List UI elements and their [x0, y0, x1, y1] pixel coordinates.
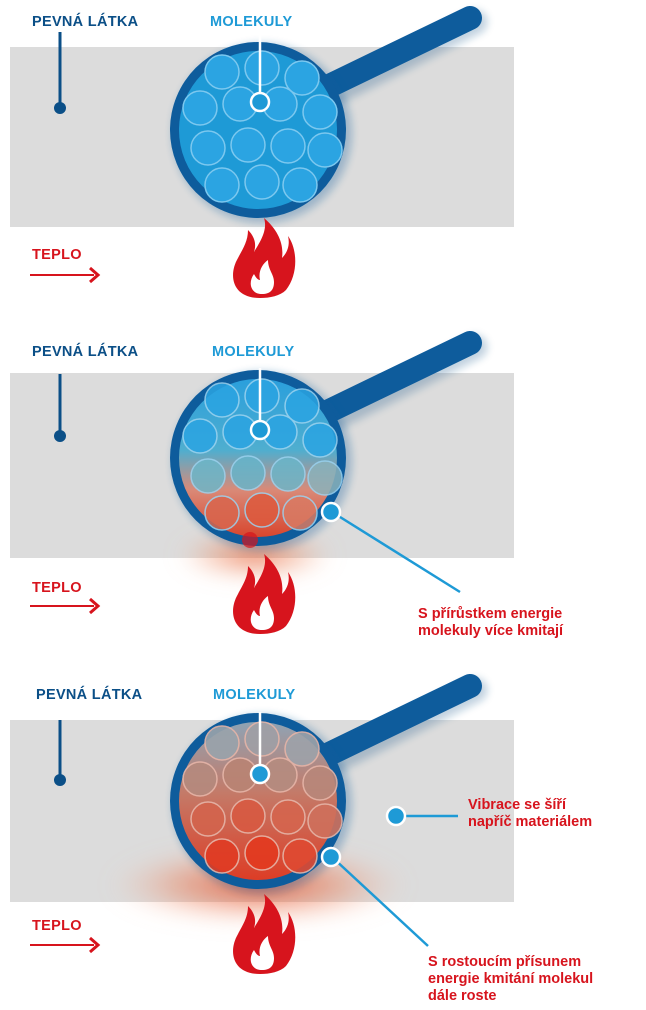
energy-note: S přírůstkem energie molekuly více kmita… — [418, 606, 563, 640]
note-line: S přírůstkem energie — [418, 606, 563, 623]
molecule-pointer-dot — [251, 93, 269, 111]
note-pointer-dot — [322, 848, 340, 866]
note-line: energie kmitání molekul — [428, 971, 593, 988]
note-line: dále roste — [428, 988, 593, 1005]
molecule-pointer-dot — [251, 421, 269, 439]
molecule-pointer-dot — [251, 765, 269, 783]
arrow-right-icon — [30, 938, 98, 952]
molecules-label: MOLEKULY — [210, 14, 292, 30]
heat-label: TEPLO — [32, 918, 82, 934]
vibration-note: Vibrace se šíří napříč materiálem — [468, 797, 592, 831]
panel-2 — [10, 343, 514, 634]
note-line: Vibrace se šíří — [468, 797, 592, 814]
arrow-right-icon — [30, 599, 98, 613]
flame-icon — [233, 218, 295, 298]
energy-note: S rostoucím přísunem energie kmitání mol… — [428, 954, 593, 1005]
molecules-label: MOLEKULY — [213, 687, 295, 703]
solid-pointer-dot — [54, 430, 66, 442]
solid-label: PEVNÁ LÁTKA — [36, 687, 142, 703]
panel-3 — [10, 686, 514, 974]
note-pointer-dot — [322, 503, 340, 521]
arrow-right-icon — [30, 268, 98, 282]
solid-label: PEVNÁ LÁTKA — [32, 344, 138, 360]
solid-label: PEVNÁ LÁTKA — [32, 14, 138, 30]
heat-label: TEPLO — [32, 580, 82, 596]
solid-pointer-dot — [54, 774, 66, 786]
heat-label: TEPLO — [32, 247, 82, 263]
molecules-label: MOLEKULY — [212, 344, 294, 360]
solid-pointer-dot — [54, 102, 66, 114]
note-line: molekuly více kmitají — [418, 623, 563, 640]
note-line: napříč materiálem — [468, 814, 592, 831]
panel-1 — [10, 18, 514, 298]
vibration-pointer-dot — [387, 807, 405, 825]
note-line: S rostoucím přísunem — [428, 954, 593, 971]
